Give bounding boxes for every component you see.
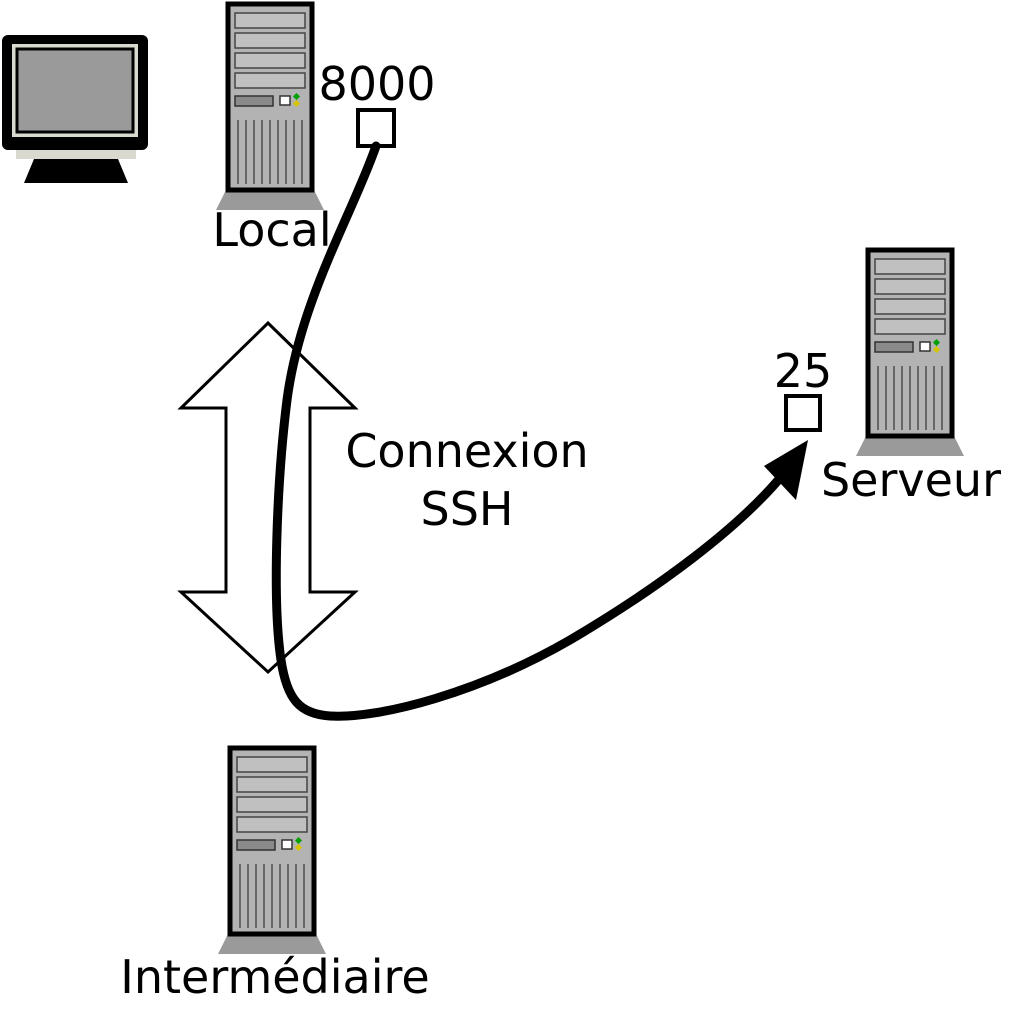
local-computer-icon — [216, 4, 324, 210]
intermediaire-computer-icon — [218, 748, 326, 954]
serveur-label: Serveur — [821, 453, 1001, 507]
double-arrow-icon — [177, 320, 359, 675]
port-8000-label: 8000 — [318, 57, 435, 111]
server-computer-icon — [856, 250, 964, 456]
port-25-label: 25 — [774, 344, 833, 398]
tunnel-curve — [271, 141, 790, 721]
intermediaire-label: Intermédiaire — [120, 950, 429, 1004]
monitor-icon — [2, 35, 148, 183]
ssh-label: SSH — [421, 482, 514, 536]
connexion-label: Connexion — [345, 424, 588, 478]
port-25-box — [784, 394, 822, 432]
port-8000-box — [356, 108, 396, 148]
local-label: Local — [212, 203, 331, 257]
tunnel-arrowhead-icon — [764, 440, 808, 500]
